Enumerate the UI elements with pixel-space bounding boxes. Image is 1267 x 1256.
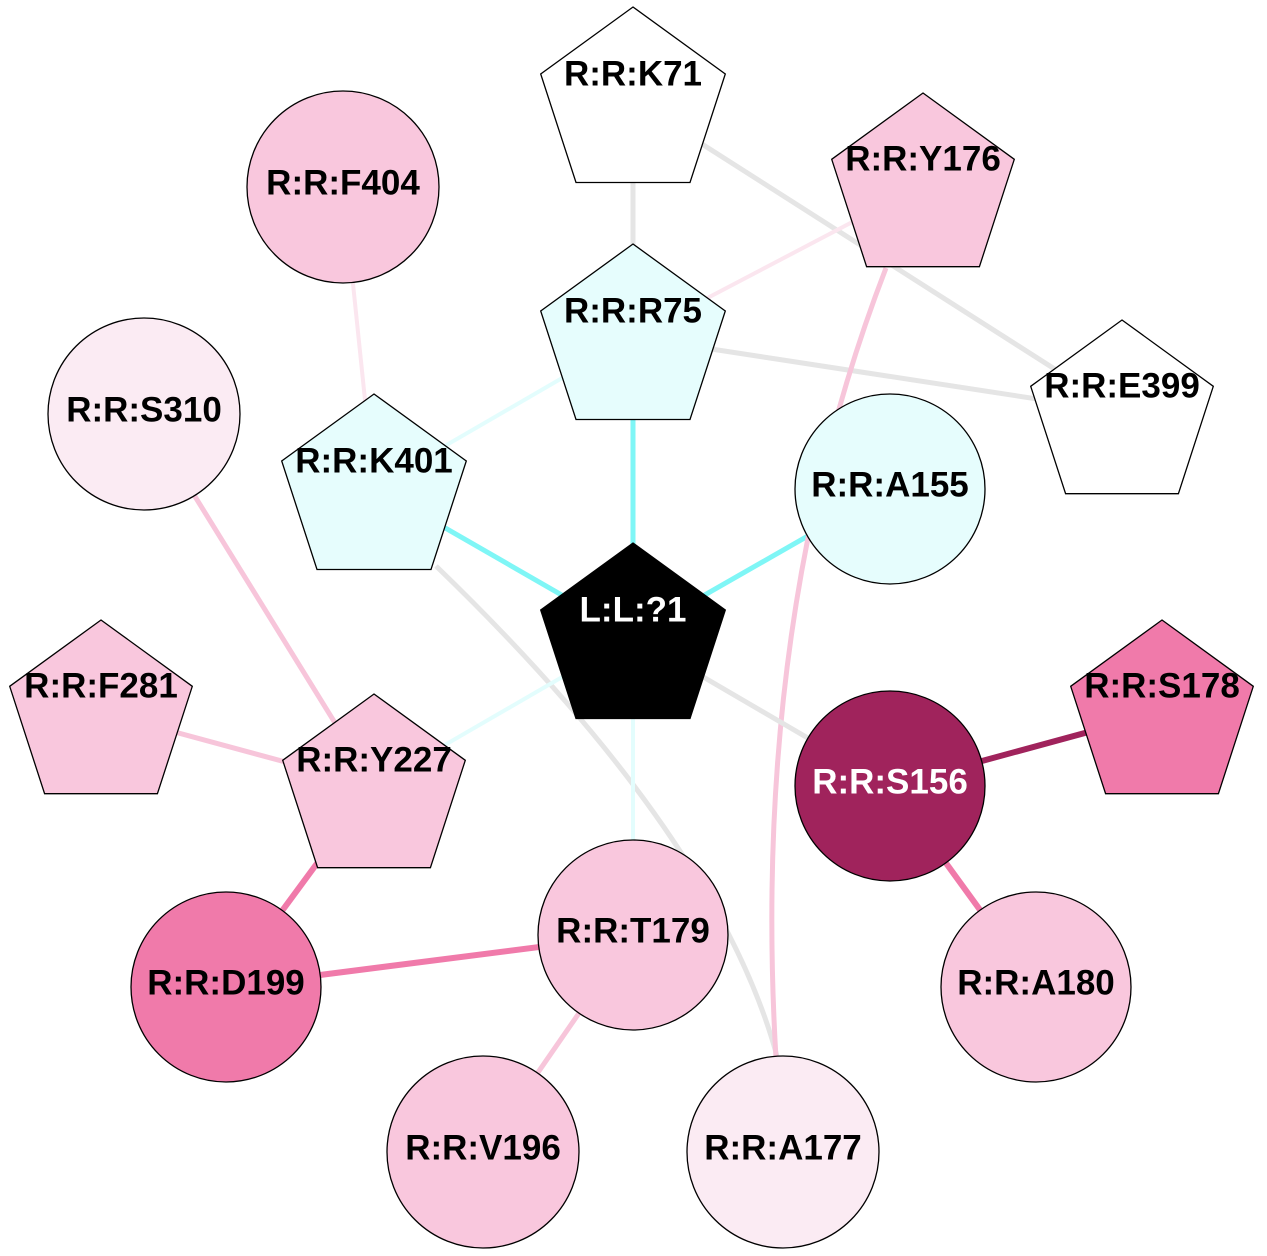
node-y176[interactable]: R:R:Y176 <box>830 92 1016 268</box>
pentagon-node-shape <box>8 619 194 795</box>
node-s310[interactable]: R:R:S310 <box>47 317 241 511</box>
node-label: R:R:T179 <box>556 911 710 950</box>
node-label: L:L:?1 <box>580 590 687 629</box>
node-label: R:R:Y227 <box>296 740 452 779</box>
pentagon-node-shape <box>1069 619 1255 795</box>
circle-node-shape <box>246 90 440 284</box>
node-f404[interactable]: R:R:F404 <box>246 90 440 284</box>
node-r75[interactable]: R:R:R75 <box>539 243 727 421</box>
node-s156[interactable]: R:R:S156 <box>794 690 986 882</box>
pentagon-node-shape <box>539 243 727 421</box>
pentagon-node-shape <box>280 393 468 571</box>
node-label: R:R:S310 <box>66 390 222 429</box>
node-a180[interactable]: R:R:A180 <box>940 891 1132 1083</box>
circle-node-shape <box>537 839 729 1031</box>
node-e399[interactable]: R:R:E399 <box>1029 319 1215 495</box>
node-label: R:R:Y176 <box>845 139 1001 178</box>
nodes-layer: R:R:K71R:R:Y176R:R:F404R:R:R75R:R:E399R:… <box>8 6 1255 1249</box>
node-a177[interactable]: R:R:A177 <box>686 1055 880 1249</box>
circle-node-shape <box>386 1055 580 1249</box>
node-a155[interactable]: R:R:A155 <box>794 393 986 585</box>
node-label: R:R:V196 <box>405 1128 561 1167</box>
edge-k401-a177 <box>434 564 781 1061</box>
node-k401[interactable]: R:R:K401 <box>280 393 468 571</box>
pentagon-node-shape <box>539 6 727 184</box>
node-k71[interactable]: R:R:K71 <box>539 6 727 184</box>
node-s178[interactable]: R:R:S178 <box>1069 619 1255 795</box>
node-lig[interactable]: L:L:?1 <box>539 542 727 720</box>
pentagon-node-shape <box>1029 319 1215 495</box>
pentagon-node-shape <box>539 542 727 720</box>
circle-node-shape <box>794 393 986 585</box>
node-label: R:R:A155 <box>811 465 969 504</box>
node-label: R:R:F281 <box>24 666 178 705</box>
node-label: R:R:S178 <box>1084 666 1240 705</box>
circle-node-shape <box>47 317 241 511</box>
node-label: R:R:D199 <box>147 963 305 1002</box>
node-y227[interactable]: R:R:Y227 <box>281 693 467 869</box>
node-label: R:R:K71 <box>564 54 702 93</box>
node-f281[interactable]: R:R:F281 <box>8 619 194 795</box>
node-label: R:R:R75 <box>564 291 702 330</box>
circle-node-shape <box>130 891 322 1083</box>
circle-node-shape <box>686 1055 880 1249</box>
circle-node-shape <box>794 690 986 882</box>
edge-y176-a177 <box>769 267 889 1059</box>
circle-node-shape <box>940 891 1132 1083</box>
node-label: R:R:F404 <box>266 163 420 202</box>
node-label: R:R:A177 <box>704 1128 862 1167</box>
node-d199[interactable]: R:R:D199 <box>130 891 322 1083</box>
node-label: R:R:E399 <box>1044 366 1200 405</box>
node-label: R:R:A180 <box>957 963 1115 1002</box>
node-v196[interactable]: R:R:V196 <box>386 1055 580 1249</box>
node-t179[interactable]: R:R:T179 <box>537 839 729 1031</box>
node-label: R:R:S156 <box>812 762 968 801</box>
pentagon-node-shape <box>830 92 1016 268</box>
pentagon-node-shape <box>281 693 467 869</box>
node-label: R:R:K401 <box>295 441 453 480</box>
